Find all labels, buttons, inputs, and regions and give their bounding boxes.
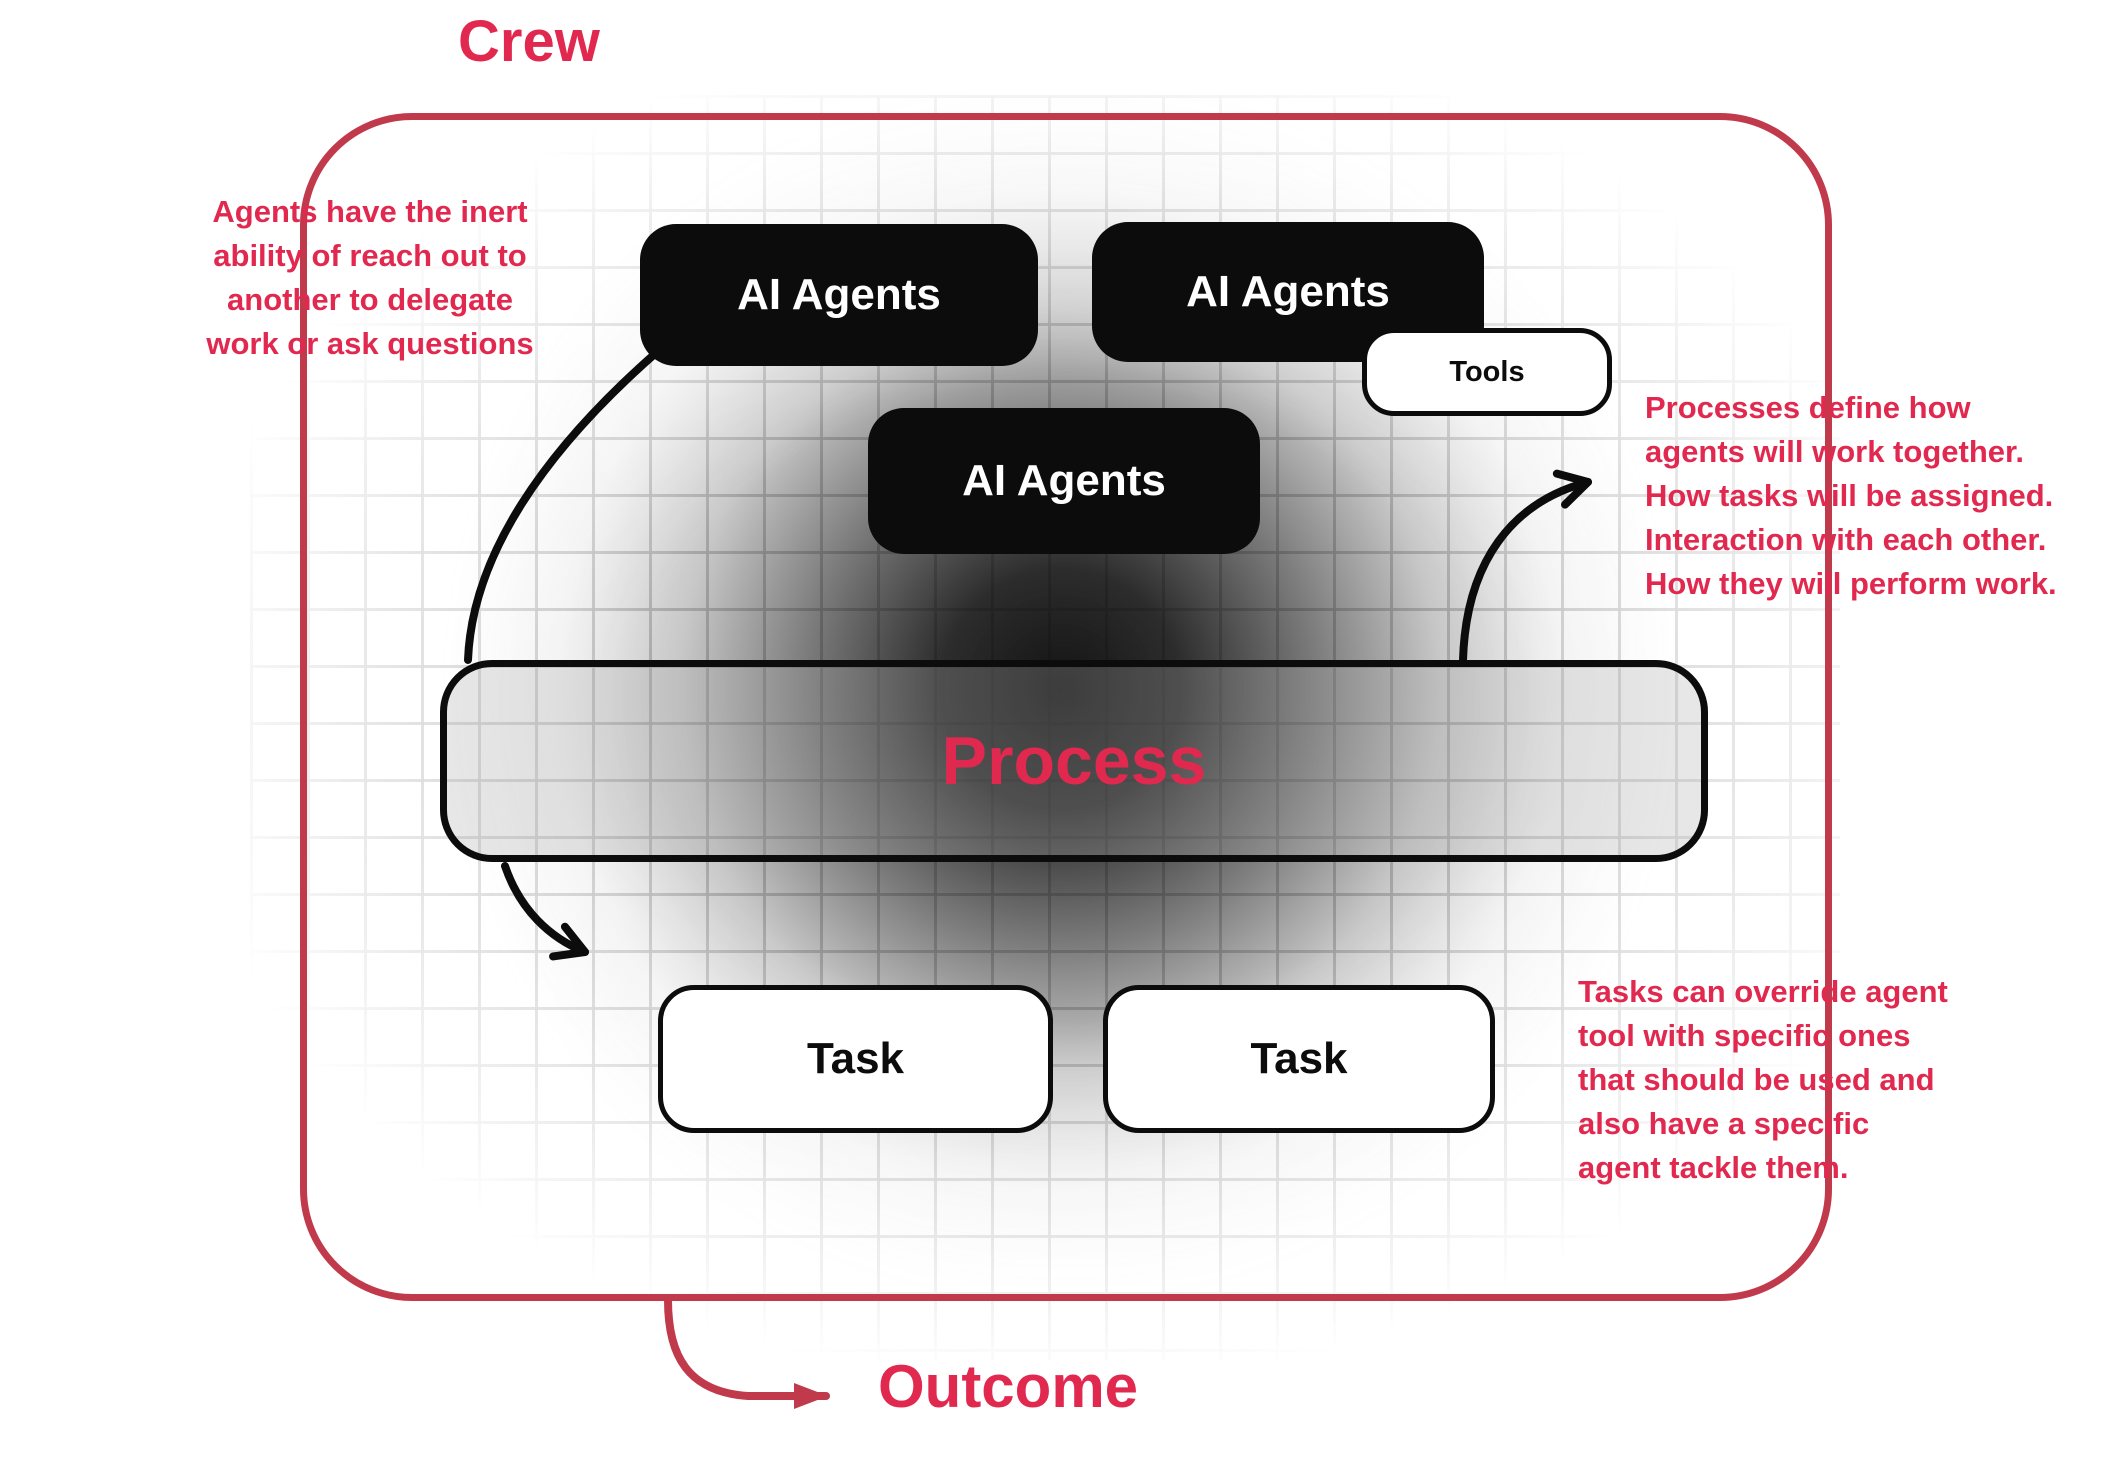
process-label: Process xyxy=(941,723,1207,799)
crew-boundary xyxy=(300,113,1832,1301)
annotation-right-top: Processes define how agents will work to… xyxy=(1645,390,2057,602)
ai-agents-box-1: AI Agents xyxy=(640,224,1038,366)
crew-title: Crew xyxy=(458,9,600,74)
annotation-right-bottom: Tasks can override agent tool with speci… xyxy=(1578,974,1948,1186)
ai-agents-box-3: AI Agents xyxy=(868,408,1260,554)
process-box: Process xyxy=(440,660,1708,862)
ai-agents-label-2: AI Agents xyxy=(1186,267,1390,316)
task-label-1: Task xyxy=(806,1034,905,1083)
delegation-arrow-upper xyxy=(464,348,661,664)
ai-agents-label-1: AI Agents xyxy=(737,270,941,319)
annotation-left: Agents have the inert ability of reach o… xyxy=(206,194,534,362)
process-to-annotation-arrow xyxy=(1459,469,1592,664)
tools-label: Tools xyxy=(1449,355,1525,388)
delegation-arrow-lower xyxy=(501,862,589,961)
task-box-2: Task xyxy=(1103,985,1495,1133)
ai-agents-label-3: AI Agents xyxy=(962,456,1166,505)
tools-box: Tools xyxy=(1362,328,1612,416)
outcome-arrow xyxy=(664,1296,830,1409)
task-box-1: Task xyxy=(658,985,1053,1133)
outcome-label: Outcome xyxy=(878,1353,1139,1420)
grid-background xyxy=(250,95,1840,1360)
task-label-2: Task xyxy=(1250,1034,1348,1083)
